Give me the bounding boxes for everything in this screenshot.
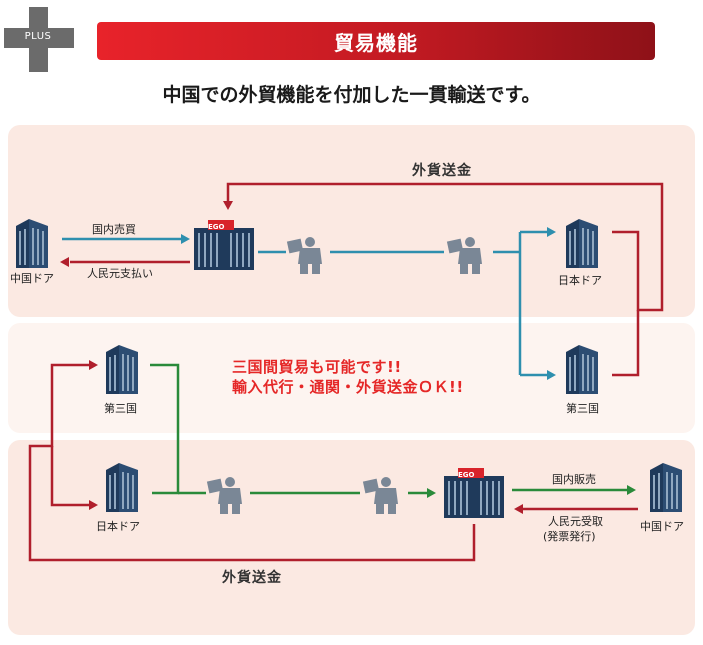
page-title: 貿易機能	[334, 30, 418, 55]
third-country-building-icon-top	[566, 345, 598, 394]
page-subtitle: 中国での外貿機能を付加した一貫輸送です。	[162, 84, 541, 106]
plus-logo	[4, 7, 74, 72]
arrow-left-icon	[60, 257, 69, 267]
rmb-payment-label: 人民元支払い	[87, 266, 153, 280]
arrow-right-icon	[627, 485, 636, 495]
domestic-trade-label: 国内売買	[92, 222, 136, 236]
japan-door-label-bottom: 日本ドア	[96, 519, 140, 533]
middle-panel	[8, 323, 695, 433]
arrow-down-icon	[223, 201, 233, 210]
top-panel	[8, 125, 695, 317]
third-country-label-top: 第三国	[566, 401, 599, 415]
arrow-right-icon	[427, 488, 436, 498]
arrow-right-icon	[547, 370, 556, 380]
third-country-building-icon-bottom	[106, 345, 138, 394]
title-banner: 貿易機能	[97, 22, 655, 60]
rmb-receipt-label: 人民元受取	[548, 515, 603, 528]
ego-sign-top: EGO	[208, 223, 225, 231]
arrow-left-icon	[514, 504, 523, 514]
japan-door-label-top: 日本ドア	[558, 273, 602, 287]
third-country-label-bottom: 第三国	[104, 401, 137, 415]
japan-door-building-icon-bottom	[106, 463, 138, 512]
note-line-2: 輸入代行・通関・外貨送金ＯＫ!!	[232, 378, 464, 396]
invoice-issue-label: (発票発行)	[543, 529, 596, 543]
japan-door-building-icon-top	[566, 219, 598, 268]
forex-remittance-label-top: 外貨送金	[412, 162, 472, 179]
china-door-building-icon-bottom	[650, 463, 682, 512]
arrow-right-icon	[181, 234, 190, 244]
arrow-right-icon	[89, 500, 98, 510]
domestic-sales-label: 国内販売	[552, 472, 596, 486]
note-line-1: 三国間貿易も可能です!!	[232, 358, 402, 376]
forex-remittance-label-bottom: 外貨送金	[222, 569, 282, 586]
ego-sign-bottom: EGO	[458, 471, 475, 479]
china-door-building-icon	[16, 219, 48, 268]
arrow-right-icon	[89, 360, 98, 370]
china-door-label-top: 中国ドア	[10, 272, 54, 285]
plus-logo-text: PLUS	[24, 31, 52, 42]
arrow-right-icon	[547, 227, 556, 237]
china-door-label-bottom: 中国ドア	[640, 520, 684, 533]
